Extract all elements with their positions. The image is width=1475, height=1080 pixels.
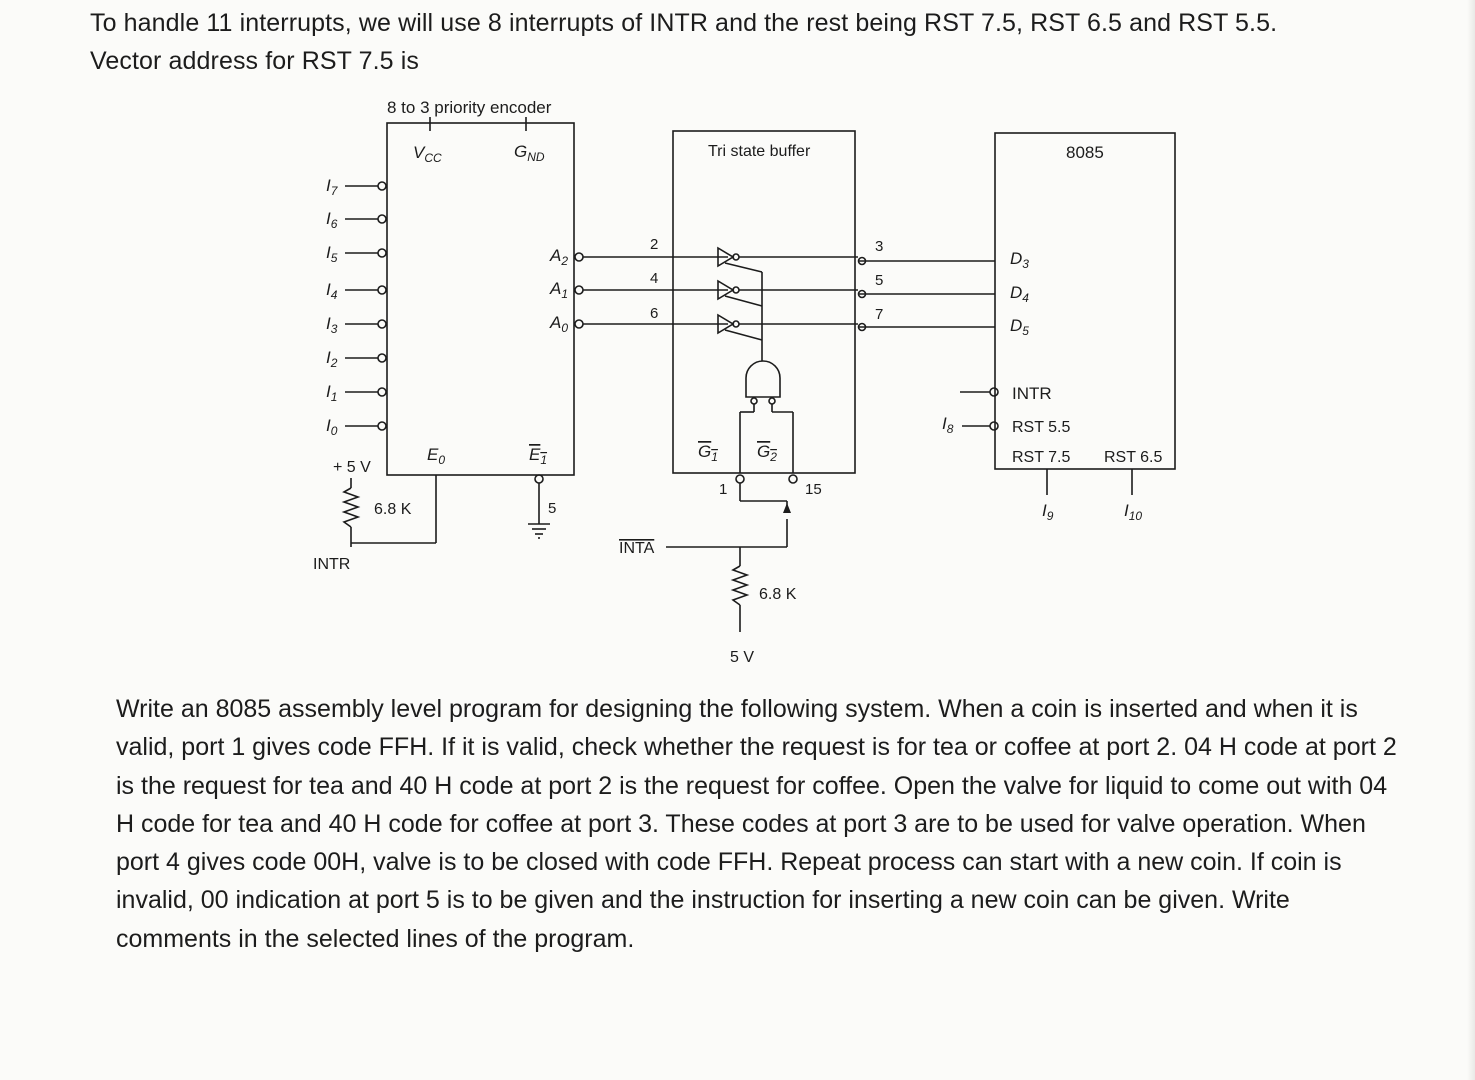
svg-text:5: 5 [875,272,883,289]
data-lines [857,256,995,332]
svg-text:7: 7 [875,306,883,323]
e1-pin-number: 5 [548,500,556,517]
intro-line-2: Vector address for RST 7.5 is [90,47,419,75]
question-text: Write an 8085 assembly level program for… [116,695,1397,953]
cpu-interrupt-wires [960,387,1133,495]
svg-text:I6: I6 [326,209,338,231]
cpu-box [994,132,1176,470]
plus-5v-label: + 5 V [333,459,371,476]
svg-text:I7: I7 [326,176,339,198]
interrupt-circuit-diagram: 8 to 3 priority encoder VCC GND I7 I6 I5… [313,98,1176,666]
and-gate [745,360,781,398]
intr-output-label: INTR [313,556,350,573]
encoder-box [386,122,575,476]
intro-text: To handle 11 interrupts, we will use 8 i… [90,4,1410,80]
svg-text:I0: I0 [326,416,338,438]
svg-text:D5: D5 [1010,316,1029,338]
svg-text:4: 4 [650,270,658,287]
arrow-head [783,503,791,513]
and-gate-inputs [739,397,794,473]
address-lines [574,252,728,329]
g-enable-wiring [666,474,798,632]
svg-text:6: 6 [650,305,658,322]
rst75-label: RST 7.5 [1012,449,1071,466]
encoder-input-wires [345,185,378,427]
svg-text:A2: A2 [549,246,568,268]
g1-pin-number: 1 [719,481,727,498]
bottom-5v-label: 5 V [730,649,754,666]
g1-label: G1 [698,442,718,464]
svg-text:D4: D4 [1010,283,1029,305]
buffer-output-pin-numbers: 3 5 7 [875,238,883,323]
cpu-data-pin-labels: D3 D4 D5 [1010,249,1029,338]
e1-label: E1 [529,445,547,467]
i8-label: I8 [942,414,954,436]
e1-ground [528,474,550,539]
svg-text:I2: I2 [326,348,338,370]
svg-text:I4: I4 [326,280,338,302]
svg-text:3: 3 [875,238,883,255]
rst55-label: RST 5.5 [1012,419,1071,436]
svg-text:A0: A0 [549,313,568,335]
g2-label: G2 [757,442,777,464]
svg-text:I5: I5 [326,243,338,265]
svg-text:I1: I1 [326,382,337,404]
g2-pin-number: 15 [805,481,822,498]
svg-text:I3: I3 [326,314,338,336]
rst65-label: RST 6.5 [1104,449,1163,466]
vcc-label: VCC [413,143,442,165]
i10-label: I10 [1124,501,1142,523]
left-resistor-label: 6.8 K [374,501,412,518]
buffer-input-pin-numbers: 2 4 6 [650,236,658,322]
svg-text:A1: A1 [549,279,568,301]
cpu-title: 8085 [1066,143,1104,162]
svg-text:D3: D3 [1010,249,1029,271]
intro-line-1: To handle 11 interrupts, we will use 8 i… [90,9,1278,37]
encoder-input-labels: I7 I6 I5 I4 I3 I2 I1 I0 [326,176,339,438]
inta-label: INTA [619,540,655,557]
buffer-box [672,130,856,474]
page-edge-shadow [1467,0,1475,1080]
gnd-label: GND [514,142,545,164]
svg-text:2: 2 [650,236,658,253]
encoder-title: 8 to 3 priority encoder [387,98,552,117]
encoder-output-labels: A2 A1 A0 [549,246,568,335]
cpu-intr-label: INTR [1012,384,1052,403]
buffer-title: Tri state buffer [708,143,811,160]
encoder-input-bubbles [377,181,387,431]
e0-label: E0 [427,445,445,467]
bottom-resistor-label: 6.8 K [759,586,797,603]
e0-pullup [341,475,437,547]
buffer-gates [717,246,858,361]
i9-label: I9 [1042,501,1054,523]
